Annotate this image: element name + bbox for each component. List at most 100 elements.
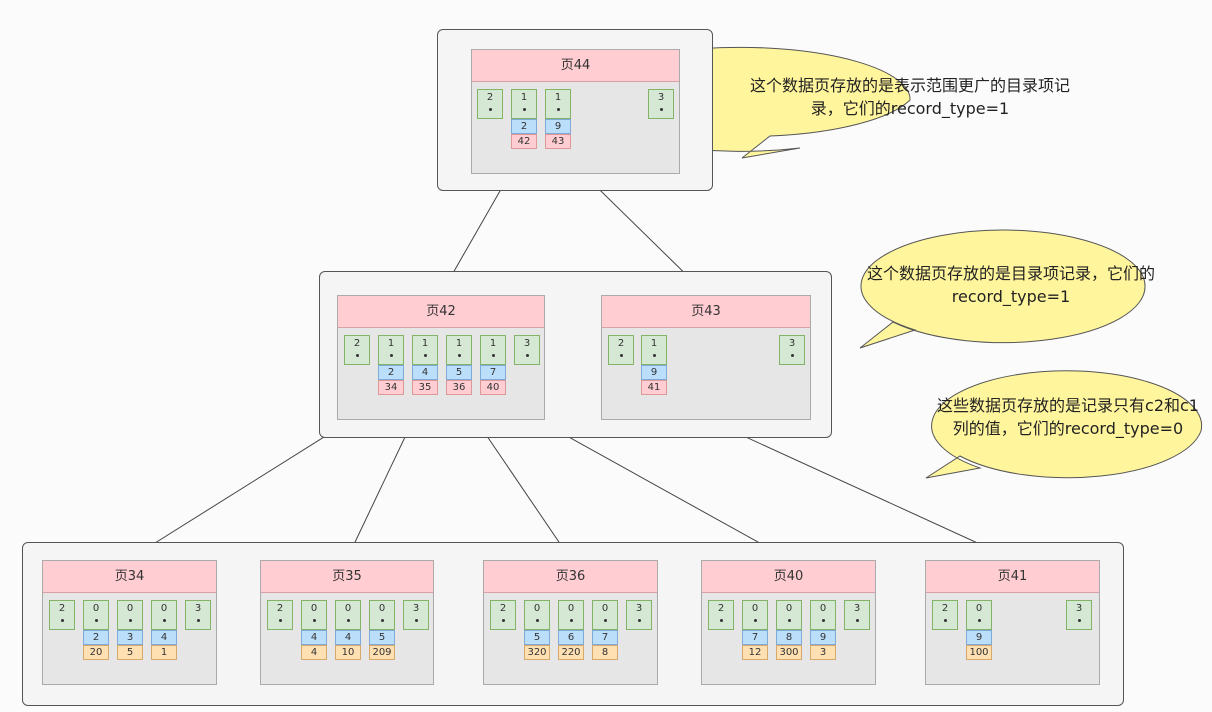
- next-record-pointer-dot: [557, 108, 560, 111]
- child-page-number: 41: [641, 380, 667, 395]
- record-value: 3: [810, 645, 836, 660]
- record-type: 1: [520, 92, 528, 103]
- next-record-pointer-dot: [415, 619, 418, 622]
- record-type: 2: [486, 92, 494, 103]
- next-record-pointer-dot: [347, 619, 350, 622]
- record-box: 3: [844, 600, 870, 630]
- record-box: 3: [1066, 600, 1092, 630]
- record-value: 220: [558, 645, 584, 660]
- record-type: 0: [819, 603, 827, 614]
- record-box: 1: [545, 89, 571, 119]
- record-value: 209: [369, 645, 395, 660]
- next-record-pointer-dot: [489, 108, 492, 111]
- record-box: 1: [446, 335, 472, 365]
- page-title: 页41: [926, 561, 1099, 593]
- record-box: 2: [490, 600, 516, 630]
- record-type: 0: [533, 603, 541, 614]
- record-box: 0: [742, 600, 768, 630]
- record-box: 1: [412, 335, 438, 365]
- next-record-pointer-dot: [458, 354, 461, 357]
- child-page-number: 40: [480, 380, 506, 395]
- next-record-pointer-dot: [660, 108, 663, 111]
- record-value: 5: [117, 645, 143, 660]
- next-record-pointer-dot: [788, 619, 791, 622]
- child-page-number: 43: [545, 134, 571, 149]
- record-type: 3: [788, 338, 796, 349]
- record-type: 2: [499, 603, 507, 614]
- record-box: 0: [117, 600, 143, 630]
- record-type: 1: [554, 92, 562, 103]
- record-value: 8: [592, 645, 618, 660]
- record-key: 9: [966, 630, 992, 645]
- record-key: 4: [301, 630, 327, 645]
- record-key: 9: [641, 365, 667, 380]
- record-box: 0: [301, 600, 327, 630]
- next-record-pointer-dot: [492, 354, 495, 357]
- record-type: 0: [160, 603, 168, 614]
- record-box: 3: [648, 89, 674, 119]
- callout-bubble-middle: [859, 229, 1146, 349]
- record-type: 0: [126, 603, 134, 614]
- record-key: 7: [742, 630, 768, 645]
- record-type: 0: [378, 603, 386, 614]
- next-record-pointer-dot: [129, 619, 132, 622]
- next-record-pointer-dot: [944, 619, 947, 622]
- record-box: 0: [810, 600, 836, 630]
- record-value: 10: [335, 645, 361, 660]
- record-box: 2: [267, 600, 293, 630]
- page-title: 页43: [602, 296, 810, 328]
- record-box: 2: [344, 335, 370, 365]
- next-record-pointer-dot: [502, 619, 505, 622]
- record-type: 1: [650, 338, 658, 349]
- record-type: 2: [617, 338, 625, 349]
- record-value: 20: [83, 645, 109, 660]
- record-type: 0: [785, 603, 793, 614]
- page-title: 页34: [43, 561, 216, 593]
- child-page-number: 35: [412, 380, 438, 395]
- record-type: 0: [310, 603, 318, 614]
- record-type: 0: [92, 603, 100, 614]
- child-page-number: 42: [511, 134, 537, 149]
- record-box: 1: [480, 335, 506, 365]
- next-record-pointer-dot: [570, 619, 573, 622]
- record-type: 3: [853, 603, 861, 614]
- next-record-pointer-dot: [381, 619, 384, 622]
- next-record-pointer-dot: [61, 619, 64, 622]
- record-box: 0: [83, 600, 109, 630]
- record-box: 2: [708, 600, 734, 630]
- next-record-pointer-dot: [313, 619, 316, 622]
- record-box: 3: [403, 600, 429, 630]
- next-record-pointer-dot: [279, 619, 282, 622]
- record-box: 1: [378, 335, 404, 365]
- record-type: 1: [421, 338, 429, 349]
- record-type: 2: [353, 338, 361, 349]
- record-key: 9: [810, 630, 836, 645]
- record-box: 2: [608, 335, 634, 365]
- next-record-pointer-dot: [791, 354, 794, 357]
- record-key: 4: [151, 630, 177, 645]
- record-value: 4: [301, 645, 327, 660]
- next-record-pointer-dot: [536, 619, 539, 622]
- record-type: 1: [455, 338, 463, 349]
- next-record-pointer-dot: [356, 354, 359, 357]
- record-type: 3: [657, 92, 665, 103]
- data-page-42: 页42: [337, 295, 545, 420]
- next-record-pointer-dot: [822, 619, 825, 622]
- record-box: 0: [966, 600, 992, 630]
- record-type: 3: [412, 603, 420, 614]
- child-page-number: 34: [378, 380, 404, 395]
- next-record-pointer-dot: [523, 108, 526, 111]
- next-record-pointer-dot: [720, 619, 723, 622]
- record-box: 3: [185, 600, 211, 630]
- record-box: 0: [335, 600, 361, 630]
- record-box: 1: [641, 335, 667, 365]
- record-value: 320: [524, 645, 550, 660]
- next-record-pointer-dot: [526, 354, 529, 357]
- record-type: 1: [489, 338, 497, 349]
- record-box: 2: [49, 600, 75, 630]
- record-type: 1: [387, 338, 395, 349]
- record-key: 2: [511, 119, 537, 134]
- record-type: 0: [751, 603, 759, 614]
- child-page-number: 36: [446, 380, 472, 395]
